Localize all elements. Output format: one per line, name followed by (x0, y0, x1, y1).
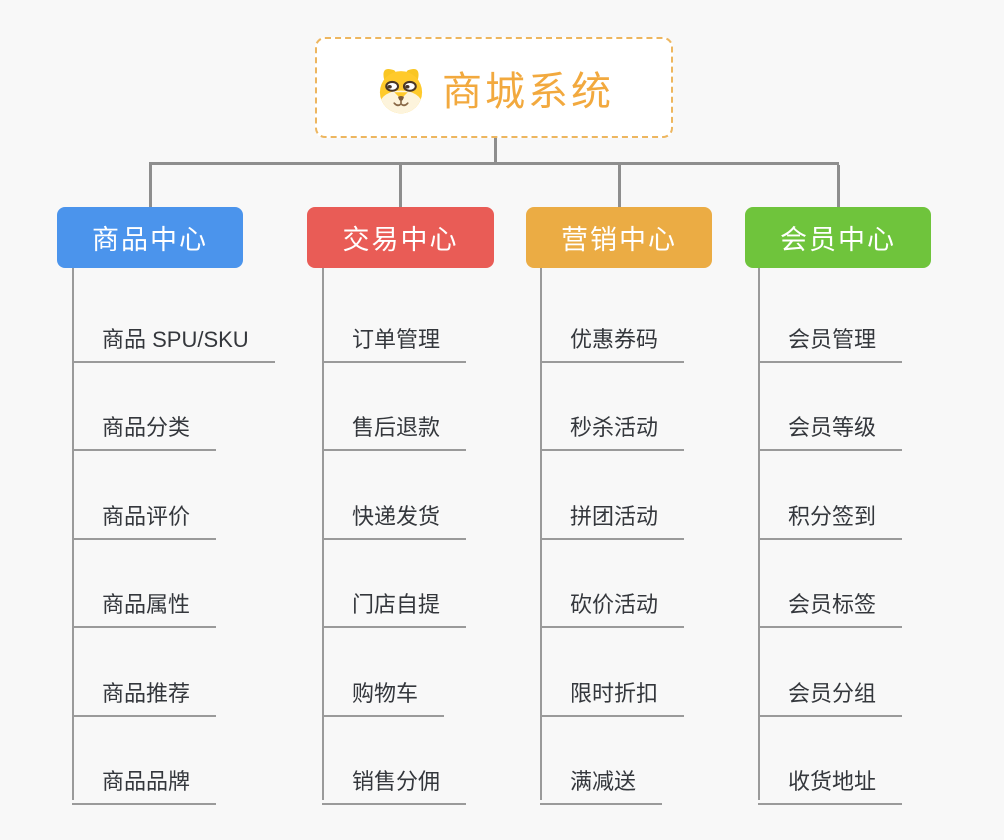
leaf-node[interactable]: 门店自提 (322, 585, 467, 628)
leaf-node[interactable]: 砍价活动 (540, 585, 685, 628)
connector-branch-drop (399, 165, 402, 207)
root-node-label: 商城系统 (442, 69, 614, 114)
leaf-node[interactable]: 满减送 (540, 762, 663, 805)
branch-node-marketing-center[interactable]: 营销中心 (526, 207, 712, 268)
branch-node-trade-center[interactable]: 交易中心 (307, 207, 494, 268)
leaf-node[interactable]: 商品推荐 (72, 674, 217, 717)
leaf-node[interactable]: 商品分类 (72, 408, 217, 451)
leaf-node[interactable]: 售后退款 (322, 408, 467, 451)
leaf-node[interactable]: 会员标签 (758, 585, 903, 628)
branch-node-member-center[interactable]: 会员中心 (745, 207, 931, 268)
leaf-node[interactable]: 会员管理 (758, 320, 903, 363)
connector-trunk (72, 268, 74, 800)
connector-trunk (540, 268, 542, 800)
leaf-node[interactable]: 订单管理 (322, 320, 467, 363)
leaf-node[interactable]: 快递发货 (322, 497, 467, 540)
leaf-node[interactable]: 商品 SPU/SKU (72, 320, 275, 363)
leaf-node[interactable]: 拼团活动 (540, 497, 685, 540)
leaf-node[interactable]: 收货地址 (758, 762, 903, 805)
leaf-node[interactable]: 会员分组 (758, 674, 903, 717)
root-node-mall-system[interactable]: 商城系统 (315, 37, 673, 138)
connector-trunk (322, 268, 324, 800)
connector-bus-line (149, 162, 839, 165)
leaf-node[interactable]: 优惠券码 (540, 320, 685, 363)
leaf-node[interactable]: 商品品牌 (72, 762, 217, 805)
leaf-node[interactable]: 会员等级 (758, 408, 903, 451)
connector-branch-drop (618, 165, 621, 207)
connector-root-drop (494, 138, 497, 163)
connector-branch-drop (149, 165, 152, 207)
leaf-node[interactable]: 销售分佣 (322, 762, 467, 805)
leaf-node[interactable]: 限时折扣 (540, 674, 685, 717)
connector-branch-drop (837, 165, 840, 207)
leaf-node[interactable]: 商品属性 (72, 585, 217, 628)
leaf-node[interactable]: 秒杀活动 (540, 408, 685, 451)
leaf-node[interactable]: 积分签到 (758, 497, 903, 540)
dog-face-icon (379, 68, 423, 113)
connector-trunk (758, 268, 760, 800)
leaf-node[interactable]: 商品评价 (72, 497, 217, 540)
leaf-node[interactable]: 购物车 (322, 674, 445, 717)
branch-node-product-center[interactable]: 商品中心 (57, 207, 243, 268)
